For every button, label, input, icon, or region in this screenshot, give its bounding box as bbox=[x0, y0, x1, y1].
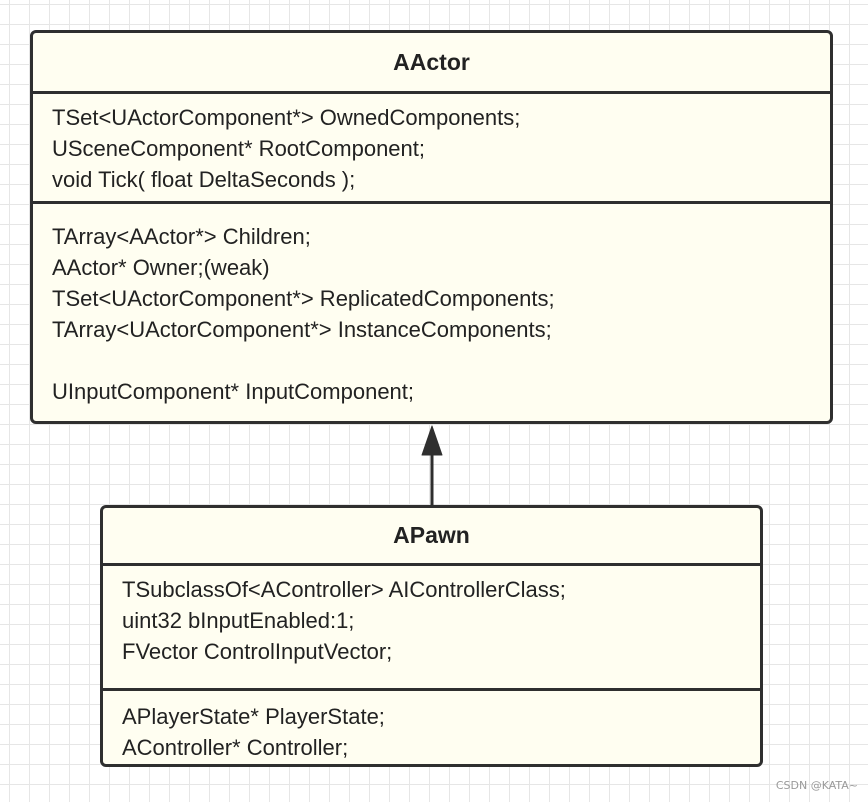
aactor-member: TArray<AActor*> Children; bbox=[52, 224, 311, 249]
aactor-fields-section: TSet<UActorComponent*> OwnedComponents; … bbox=[33, 94, 830, 201]
inheritance-arrow-head bbox=[421, 425, 443, 456]
aactor-member: UInputComponent* InputComponent; bbox=[52, 379, 415, 404]
apawn-field: uint32 bInputEnabled:1; bbox=[122, 608, 355, 633]
aactor-field: USceneComponent* RootComponent; bbox=[52, 136, 426, 161]
apawn-class-box: APawn TSubclassOf<AController> AIControl… bbox=[100, 505, 763, 767]
aactor-class-box: AActor TSet<UActorComponent*> OwnedCompo… bbox=[30, 30, 833, 424]
apawn-field: FVector ControlInputVector; bbox=[122, 639, 393, 664]
apawn-members-section: APlayerState* PlayerState; AController* … bbox=[103, 688, 760, 763]
apawn-field: TSubclassOf<AController> AIControllerCla… bbox=[122, 577, 566, 602]
apawn-fields-section: TSubclassOf<AController> AIControllerCla… bbox=[103, 566, 760, 688]
aactor-class-name: AActor bbox=[33, 33, 830, 94]
aactor-field: TSet<UActorComponent*> OwnedComponents; bbox=[52, 105, 521, 130]
apawn-class-name: APawn bbox=[103, 508, 760, 566]
aactor-member: TArray<UActorComponent*> InstanceCompone… bbox=[52, 317, 552, 342]
aactor-member bbox=[52, 345, 830, 376]
aactor-members-section: TArray<AActor*> Children; AActor* Owner;… bbox=[33, 201, 830, 407]
aactor-member: AActor* Owner;(weak) bbox=[52, 255, 270, 280]
apawn-member: APlayerState* PlayerState; bbox=[122, 704, 385, 729]
aactor-member: TSet<UActorComponent*> ReplicatedCompone… bbox=[52, 286, 555, 311]
aactor-field: void Tick( float DeltaSeconds ); bbox=[52, 167, 356, 192]
apawn-member: AController* Controller; bbox=[122, 735, 349, 760]
watermark: CSDN @KATA~ bbox=[775, 779, 858, 792]
